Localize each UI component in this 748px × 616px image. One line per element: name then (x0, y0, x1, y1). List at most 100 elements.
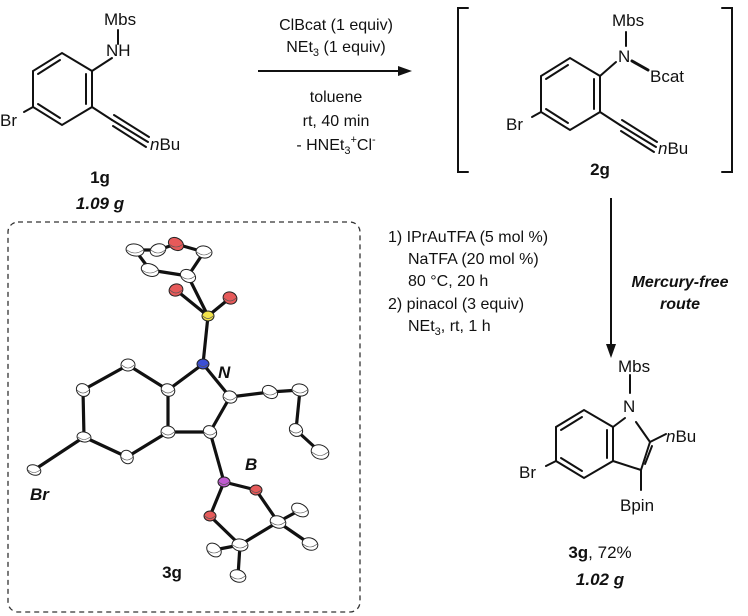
step1-time: rt, 40 min (303, 113, 370, 130)
step2-line5: NEt3, rt, 1 h (408, 318, 491, 338)
bracket-left (457, 7, 469, 173)
ortep-bond (82, 435, 129, 459)
ortep-principal-ellipse (202, 315, 214, 319)
ortep-atom-m2 (301, 537, 319, 551)
ortep-bond (32, 435, 86, 472)
label-1g-nh: NH (106, 41, 131, 60)
ortep-bond (208, 395, 232, 434)
label-3g-n: N (623, 397, 635, 416)
ortep-atom-m3 (206, 542, 222, 558)
route-label-line2: route (660, 296, 700, 313)
ortep-principal-ellipse (180, 275, 196, 280)
label-2g-nbu: nBu (658, 139, 688, 158)
label-2g-br: Br (506, 115, 523, 134)
compound-3g-mass: 1.02 g (576, 570, 625, 589)
ortep-principal-ellipse (161, 431, 175, 436)
ortep-atom-n (196, 358, 210, 370)
step2-line3: 80 °C, 20 h (408, 273, 488, 290)
ortep-atom-b (217, 476, 231, 488)
compound-3g-caption: 3g, 72% (568, 543, 631, 562)
ortep-principal-ellipse (206, 549, 222, 554)
crystal-atom-b-label: B (245, 455, 257, 474)
ortep-bond (81, 388, 86, 439)
compound-1g-id: 1g (90, 168, 110, 187)
ortep-principal-ellipse (223, 396, 237, 401)
compound-1g-mass: 1.09 g (76, 194, 125, 213)
ortep-bond (81, 363, 130, 392)
ortep-bond (208, 480, 226, 518)
ortep-atom-c1 (76, 431, 92, 443)
ortep-bond (125, 430, 170, 459)
ortep-principal-ellipse (223, 297, 237, 302)
ortep-atom-p2 (167, 236, 185, 252)
ortep-principal-ellipse (203, 431, 217, 436)
ortep-atom-c6 (120, 449, 134, 465)
crystal-compound-label: 3g (162, 563, 182, 582)
ortep-atom-c8 (202, 425, 218, 439)
ortep-atom-o4 (203, 510, 217, 522)
ortep-atom-p4 (179, 268, 197, 284)
ortep-principal-ellipse (168, 243, 184, 248)
label-1g-br: Br (0, 111, 17, 130)
ortep-atom-o2 (168, 283, 184, 297)
ortep-bond (126, 363, 170, 392)
ortep-atom-s (201, 310, 215, 322)
compound-1g-structure (23, 29, 150, 148)
ortep-atom-e2 (291, 383, 309, 397)
crystal-atom-n-label: N (218, 363, 231, 382)
ortep-principal-ellipse (120, 456, 134, 461)
compound-2g-structure (531, 31, 658, 153)
ortep-atom-br (26, 464, 42, 476)
ortep-principal-ellipse (196, 251, 212, 256)
step1-byproduct: - HNEt3+Cl- (296, 134, 376, 157)
step2-line4: 2) pinacol (3 equiv) (388, 296, 524, 313)
ortep-principal-ellipse (270, 521, 286, 526)
ortep-atom-p5 (149, 243, 167, 257)
label-3g-br: Br (519, 463, 536, 482)
compound-3g-structure (545, 374, 667, 491)
ortep-atom-p3 (195, 245, 213, 259)
ortep-drawing (26, 236, 330, 583)
label-2g-mbs: Mbs (612, 11, 644, 30)
label-1g-nbu: nBu (150, 135, 180, 154)
bracket-right (721, 7, 733, 173)
ortep-principal-ellipse (311, 451, 329, 456)
label-3g-bpin: Bpin (620, 496, 654, 515)
label-3g-mbs: Mbs (618, 357, 650, 376)
ortep-principal-ellipse (77, 436, 91, 440)
ortep-principal-ellipse (197, 363, 209, 367)
ortep-principal-ellipse (218, 481, 230, 485)
ortep-bond (166, 362, 205, 392)
ortep-principal-ellipse (262, 391, 278, 396)
compound-2g-id: 2g (590, 160, 610, 179)
ortep-principal-ellipse (126, 249, 144, 254)
ortep-principal-ellipse (289, 429, 303, 434)
label-2g-bcat: Bcat (650, 67, 684, 86)
step2-arrowhead (606, 344, 616, 358)
route-label-line1: Mercury-free (632, 274, 729, 291)
ortep-principal-ellipse (141, 269, 159, 274)
ortep-bond (201, 314, 210, 366)
step1-reagent2: NEt3 (1 equiv) (286, 39, 386, 59)
step2-line1: 1) IPrAuTFA (5 mol %) (388, 229, 548, 246)
label-1g-mbs: Mbs (104, 10, 136, 29)
ortep-atom-m1 (291, 502, 309, 518)
ortep-principal-ellipse (302, 543, 318, 548)
ortep-atom-c10 (231, 538, 249, 552)
ortep-atom-c4 (160, 383, 176, 397)
ortep-principal-ellipse (161, 389, 175, 394)
ortep-atom-o1 (222, 291, 238, 305)
ortep-principal-ellipse (291, 509, 309, 514)
ortep-principal-ellipse (150, 249, 166, 254)
ortep-principal-ellipse (230, 575, 246, 580)
ortep-atom-e3 (288, 423, 304, 437)
ortep-principal-ellipse (121, 364, 135, 369)
crystal-atom-br-label: Br (30, 485, 50, 504)
ortep-atom-m4 (229, 569, 247, 583)
step1-arrowhead (398, 66, 412, 76)
ortep-atom-o3 (249, 484, 263, 496)
crystal-structure-panel (7, 221, 361, 613)
ortep-atom-c9 (269, 515, 287, 529)
label-3g-nbu: nBu (666, 427, 696, 446)
